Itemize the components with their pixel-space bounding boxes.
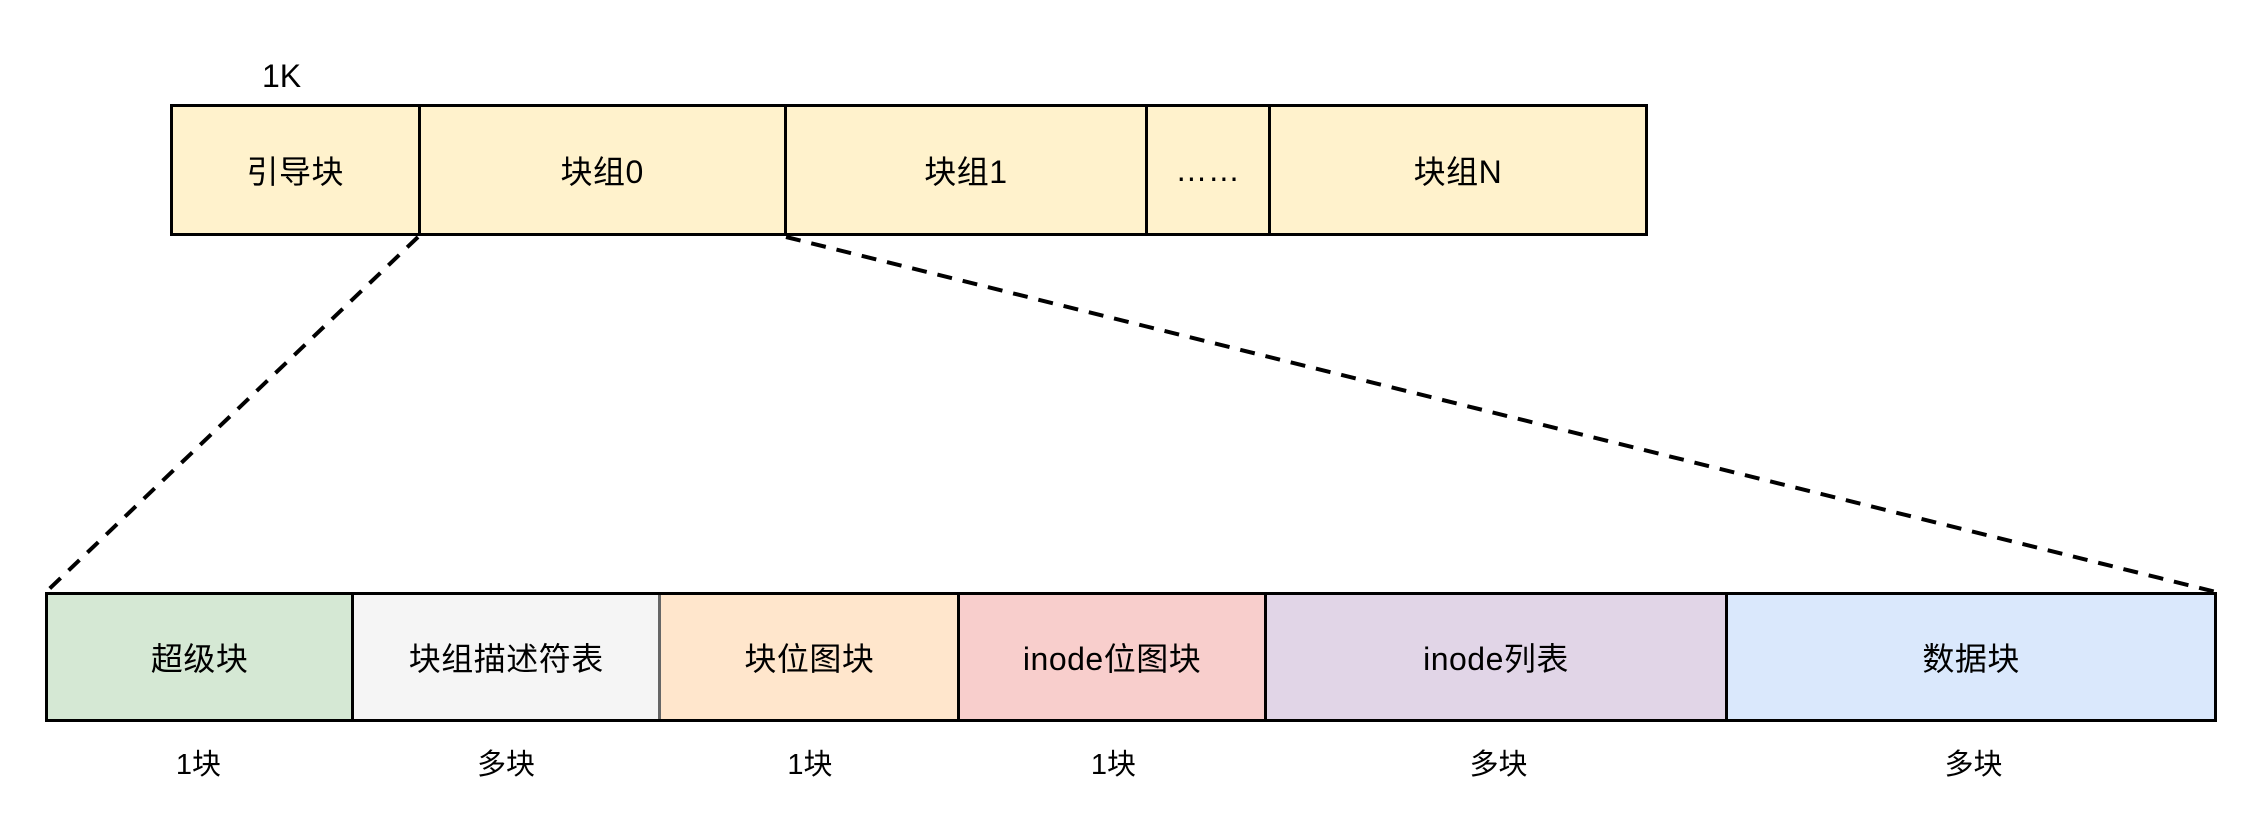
block-group-cell-block-bitmap: 块位图块 — [661, 595, 961, 719]
partition-cell-label: 块组1 — [924, 154, 1008, 190]
caption-super-block: 1块 — [175, 749, 222, 781]
block-group-cell-inode-table: inode列表 — [1266, 595, 1729, 719]
disk-partition-layout: 引导块 块组0 块组1 …… 块组N — [170, 104, 1648, 236]
block-size-label: 1K — [262, 58, 302, 94]
partition-cell-boot-block: 引导块 — [173, 107, 421, 233]
partition-cell-label: 引导块 — [246, 154, 344, 190]
partition-cell-block-group-0: 块组0 — [420, 107, 787, 233]
partition-cell-block-group-1: 块组1 — [786, 107, 1149, 233]
block-group-cell-label: inode列表 — [1423, 641, 1569, 677]
block-group-cell-label: 数据块 — [1922, 641, 2020, 677]
left-expansion-line — [44, 235, 420, 594]
block-group-cell-label: 块位图块 — [744, 641, 875, 677]
block-group-cell-super-block: 超级块 — [48, 595, 355, 719]
block-group-layout: 超级块 块组描述符表 块位图块 inode位图块 inode列表 数据块 — [45, 592, 2217, 722]
right-expansion-line — [785, 235, 2217, 594]
block-group-cell-label: 超级块 — [150, 641, 249, 677]
block-group-cell-label: 块组描述符表 — [408, 641, 604, 677]
ellipsis-label: …… — [1175, 151, 1241, 188]
caption-inode-table: 多块 — [1469, 749, 1528, 781]
partition-cell-label: 块组0 — [560, 154, 644, 190]
block-group-cell-label: inode位图块 — [1022, 641, 1202, 677]
partition-cell-ellipsis: …… — [1148, 107, 1271, 233]
caption-inode-bitmap: 1块 — [1090, 749, 1137, 781]
block-group-cell-data-blocks: 数据块 — [1728, 595, 2214, 719]
caption-data-blocks: 多块 — [1944, 749, 2003, 781]
caption-group-descriptor-table: 多块 — [476, 749, 535, 781]
block-group-cell-group-descriptor-table: 块组描述符表 — [354, 595, 662, 719]
block-group-cell-inode-bitmap: inode位图块 — [960, 595, 1267, 719]
partition-cell-label: 块组N — [1413, 154, 1503, 190]
caption-block-bitmap: 1块 — [787, 749, 833, 781]
block-group-captions: 1块 多块 1块 1块 多块 多块 — [45, 740, 2217, 784]
partition-cell-block-group-n: 块组N — [1270, 107, 1645, 233]
